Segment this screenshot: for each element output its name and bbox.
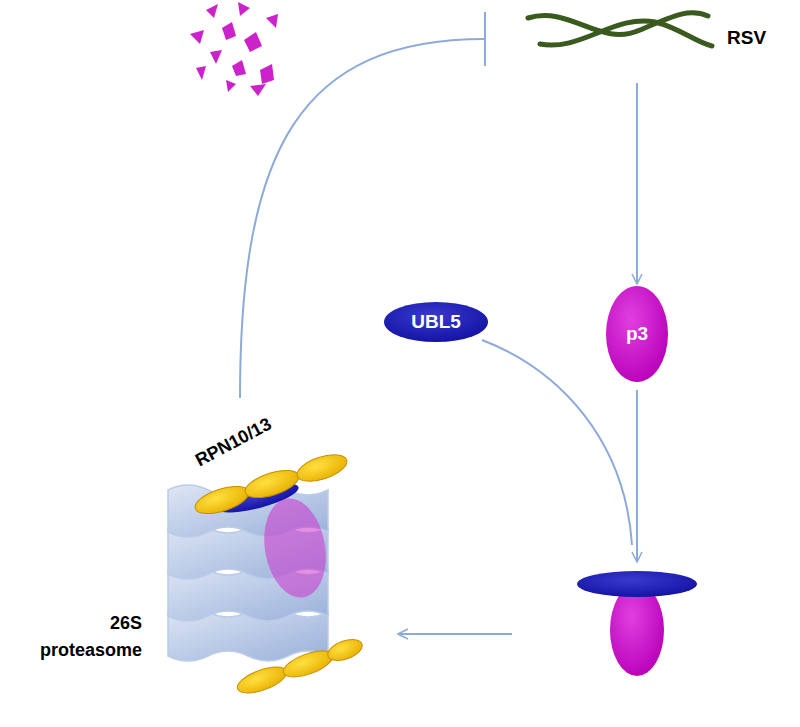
proteasome: RPN10/1326S proteasome	[150, 398, 350, 693]
flow-arrows	[398, 340, 637, 634]
complex-name: 26S proteasome	[40, 610, 142, 664]
proteasome-illustration	[168, 450, 365, 699]
ubl5-p3-complex	[577, 571, 697, 676]
protein-name: p3	[626, 323, 648, 345]
protein-ellipse: p3	[606, 286, 668, 382]
arrow-connector	[636, 83, 638, 284]
protein-ellipse: UBL5	[384, 302, 488, 342]
rsv-genome	[528, 13, 712, 46]
inhibition-connector	[240, 39, 485, 398]
virus-name: RSV	[727, 27, 766, 49]
peptide-fragments	[190, 2, 278, 96]
subunit-label: RPN10/13	[192, 414, 275, 472]
virus-label: RSV	[485, 5, 775, 83]
protein-name: UBL5	[411, 311, 461, 333]
